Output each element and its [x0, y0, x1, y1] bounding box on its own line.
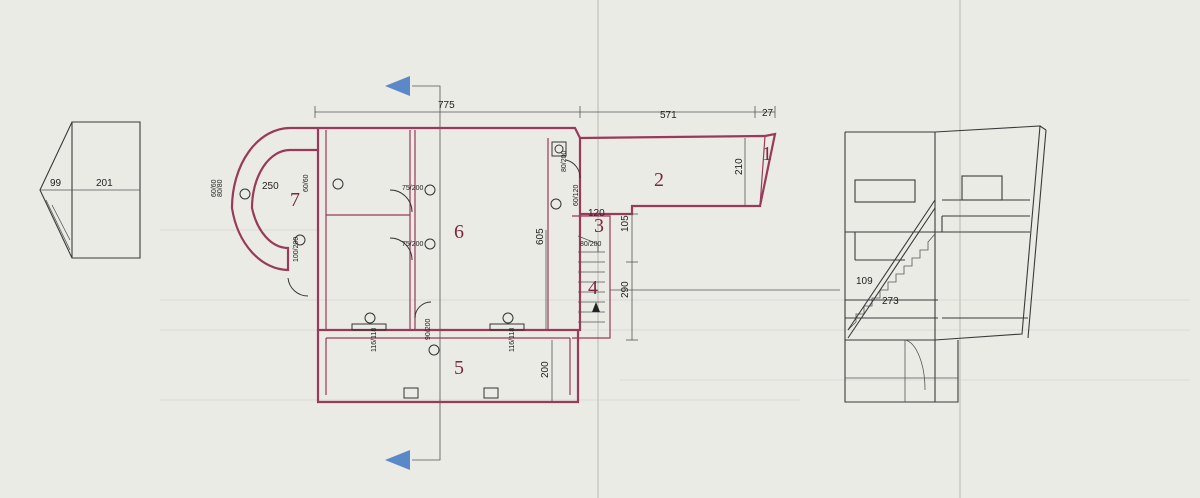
dim-wing-height: 210 — [734, 158, 745, 175]
light-fixtures — [239, 141, 567, 356]
dim-semicircle: 250 — [262, 181, 279, 192]
label-win3: 60/120 — [573, 184, 580, 206]
dim-corridor-w: 120 — [588, 208, 605, 219]
label-win2: 80/80 — [217, 179, 224, 197]
dim-side-a: 99 — [50, 178, 62, 189]
door-swings — [287, 159, 581, 319]
stair-direction-icon — [592, 302, 600, 312]
stair-treads — [577, 235, 605, 323]
side-elevation — [39, 121, 141, 259]
dim-section-b: 273 — [882, 296, 899, 307]
label-door3: 90/200 — [425, 318, 432, 340]
label-door1: 75/200 — [402, 185, 424, 192]
dim-corridor-h: 105 — [620, 215, 631, 232]
room-number-2: 2 — [654, 169, 664, 191]
room-number-3: 3 — [594, 215, 604, 237]
label-win7: 80/200 — [561, 150, 568, 172]
room-number-7: 7 — [290, 189, 300, 211]
section-line — [385, 76, 441, 470]
dim-top-right: 27 — [762, 108, 774, 119]
room-number-6: 6 — [454, 221, 464, 243]
top-dimension-line — [314, 106, 776, 118]
dim-side-b: 201 — [96, 178, 113, 189]
label-win4: 116/118 — [371, 328, 378, 352]
room-number-1: 1 — [762, 143, 772, 165]
dim-porch-h: 200 — [540, 361, 551, 378]
dim-section-a: 109 — [856, 276, 873, 287]
right-dimension-lines — [545, 138, 840, 402]
dim-left-depth: 605 — [535, 228, 546, 245]
label-win5: 116/118 — [509, 328, 516, 352]
room-number-5: 5 — [454, 357, 464, 379]
label-win6: 100/200 — [293, 237, 300, 262]
dim-stairs-h: 290 — [620, 281, 631, 298]
windows — [351, 323, 525, 399]
section-arrow-icon — [385, 450, 410, 470]
room-number-4: 4 — [588, 277, 598, 299]
section-arrow-icon — [385, 76, 410, 96]
dim-top-middle: 571 — [660, 110, 677, 121]
label-win8: 60/60 — [211, 179, 218, 197]
label-door4: 80/200 — [580, 241, 602, 248]
section-drawing — [844, 125, 1047, 403]
dim-top-left: 775 — [438, 100, 455, 111]
label-door2: 75/200 — [402, 241, 424, 248]
label-win1: 60/60 — [303, 174, 310, 192]
